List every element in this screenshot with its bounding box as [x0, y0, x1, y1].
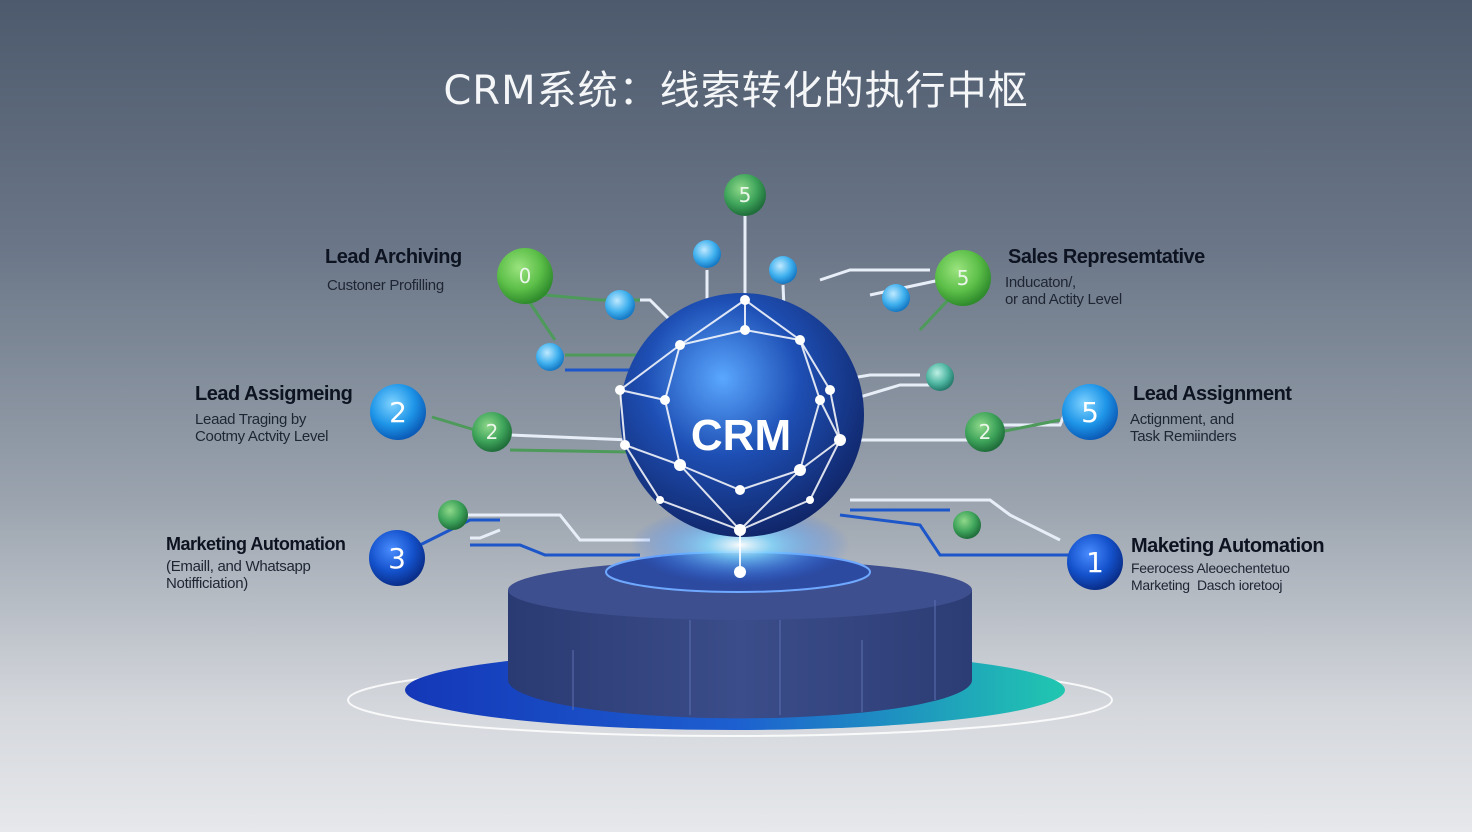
node-left-blue: 2 [370, 384, 426, 440]
lead-assigning-title: Lead Assigmeing [195, 383, 353, 405]
node-left-bottom: 3 [369, 530, 425, 586]
lead-assigning-sub: Leaad Traging by Cootmy Actvity Level [195, 411, 329, 445]
lead-archiving-title: Lead Archiving [325, 246, 462, 268]
sales-rep-title: Sales Represemtative [1008, 246, 1205, 268]
node-right-bottom: 1 [1067, 534, 1123, 590]
marketing-automation-left-sub: (Emaill, and Whatsapp Notifficiation) [166, 558, 311, 592]
sales-rep-sub: Inducaton/, or and Actity Level [1005, 274, 1122, 308]
svg-text:2: 2 [389, 396, 407, 429]
small-icon-nodes [438, 240, 981, 539]
svg-text:3: 3 [388, 542, 406, 575]
crm-label: CRM [691, 411, 791, 460]
node-right-green: 5 [935, 250, 991, 306]
svg-text:2: 2 [979, 420, 992, 444]
svg-text:5: 5 [739, 183, 752, 207]
node-left-green: 0 [497, 248, 553, 304]
lead-archiving-sub: Custoner Profilling [327, 277, 444, 294]
svg-text:5: 5 [1081, 396, 1099, 429]
page-title: CRM系统：线索转化的执行中枢 [443, 68, 1029, 114]
node-right-blue: 5 [1062, 384, 1118, 440]
svg-text:5: 5 [957, 266, 970, 290]
node-top: 5 [724, 174, 766, 216]
marketing-automation-right-title: Maketing Automation [1131, 535, 1325, 557]
crm-sphere: CRM [615, 293, 864, 578]
marketing-automation-right-sub: Feerocess Aleoechentetuo Marketing Dasch… [1131, 560, 1290, 593]
connector-lines [419, 215, 1070, 557]
svg-text:2: 2 [486, 420, 499, 444]
node-right-small: 2 [965, 412, 1005, 452]
lead-assignment-sub: Actignment, and Task Remiinders [1130, 411, 1237, 445]
svg-text:1: 1 [1086, 546, 1104, 579]
lead-assignment-title: Lead Assignment [1133, 383, 1292, 405]
node-left-small: 2 [472, 412, 512, 452]
marketing-automation-left-title: Marketing Automation [166, 534, 346, 554]
svg-text:0: 0 [519, 264, 532, 288]
